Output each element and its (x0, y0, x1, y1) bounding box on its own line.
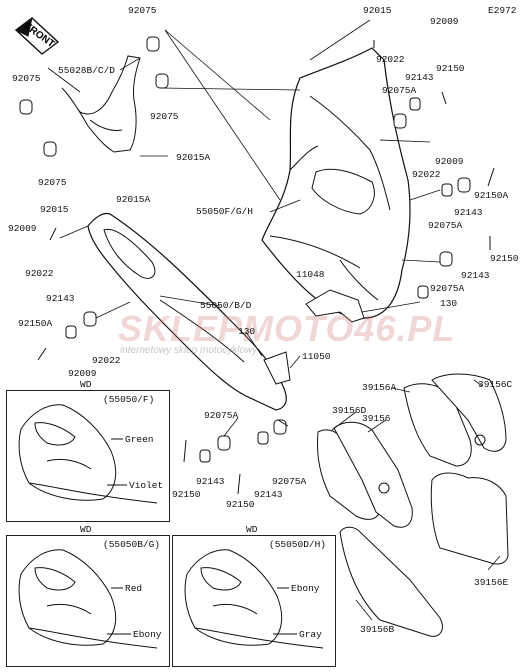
cover-39156C (431, 373, 507, 452)
part-label: 92150 (490, 253, 519, 264)
inset-color: Ebony (133, 629, 162, 640)
inset-code: (55050B/G) (103, 539, 161, 550)
bracket-11048 (305, 289, 365, 323)
inset-color: Ebony (291, 583, 320, 594)
part-label: 92150 (226, 499, 255, 510)
grommet-icon (19, 36, 471, 463)
part-label: 130 (238, 326, 256, 337)
inset-region: WD (80, 524, 92, 535)
part-label: 39156B (360, 624, 395, 635)
part-label: 92022 (25, 268, 54, 279)
part-label: 92143 (405, 72, 434, 83)
part-label: 92075 (128, 5, 157, 16)
part-label: 92015A (116, 194, 151, 205)
inset-color: Violet (129, 480, 164, 491)
part-label: 11048 (296, 269, 325, 280)
part-label: 55050F/G/H (196, 206, 254, 217)
part-label: 92075A (382, 85, 417, 96)
part-label: 92075A (428, 220, 463, 231)
part-label: 92022 (92, 355, 121, 366)
part-label: 55050/B/D (200, 300, 252, 311)
part-label: 92150 (172, 489, 201, 500)
inset-fairing-drawing (184, 549, 324, 649)
bolt-icon (37, 40, 495, 495)
part-label: 92150A (18, 318, 53, 329)
part-label: 92015 (40, 204, 69, 215)
watermark-subtitle: internetowy sklep motocyklowy (120, 345, 258, 356)
part-label: 39156A (362, 382, 397, 393)
inset-color: Red (125, 583, 143, 594)
part-label: 55028B/C/D (58, 65, 116, 76)
part-label: 92015 (363, 5, 392, 16)
part-label: 92143 (46, 293, 75, 304)
part-label: 11050 (302, 351, 331, 362)
inset-fairing-drawing (18, 549, 158, 649)
part-label: 92075 (38, 177, 67, 188)
part-label: 92075A (272, 476, 307, 487)
part-label: 92009 (430, 16, 459, 27)
part-label: 92143 (454, 207, 483, 218)
inset-region: WD (246, 524, 258, 535)
part-label: 39156E (474, 577, 509, 588)
part-label: 92075A (204, 410, 239, 421)
lower-cowl-left (87, 212, 287, 411)
part-label: 92143 (196, 476, 225, 487)
part-label: 39156D (332, 405, 367, 416)
inset-color: Gray (299, 629, 322, 640)
color-inset-55050DH: (55050D/H) Ebony Gray (172, 535, 336, 667)
inner-front-cowl (61, 55, 141, 153)
part-label: 92009 (8, 223, 37, 234)
part-label: 92009 (435, 156, 464, 167)
watermark: SKLEPMOTO46.PL (118, 308, 456, 349)
inset-code: (55050D/H) (269, 539, 327, 550)
part-label: 92075A (430, 283, 465, 294)
cover-39156E (430, 472, 509, 565)
part-label: 92143 (254, 489, 283, 500)
color-inset-55050F: (55050/F) Green Violet (6, 390, 170, 522)
inset-fairing-drawing (18, 404, 158, 504)
part-label: 92015A (176, 152, 211, 163)
part-label: 92022 (412, 169, 441, 180)
part-label: 92150A (474, 190, 509, 201)
cover-39156 (333, 421, 413, 528)
cover-39156B (339, 526, 443, 637)
part-label: 92143 (461, 270, 490, 281)
bracket-11050 (263, 351, 291, 385)
part-label: 92022 (376, 54, 405, 65)
inset-code: (55050/F) (103, 394, 155, 405)
upper-cowl-right (261, 47, 411, 319)
cover-39156D (317, 429, 381, 520)
inset-color: Green (125, 434, 154, 445)
part-label: 39156 (362, 413, 391, 424)
part-label: 92009 (68, 368, 97, 379)
diagram-code: E2972 (488, 5, 517, 16)
front-arrow-icon (14, 16, 60, 55)
part-label: 92075 (12, 73, 41, 84)
part-label: 92075 (150, 111, 179, 122)
part-label: 130 (440, 298, 458, 309)
part-label: 92150 (436, 63, 465, 74)
part-label: 39156C (478, 379, 513, 390)
color-inset-55050BG: (55050B/G) Red Ebony (6, 535, 170, 667)
inset-region: WD (80, 379, 92, 390)
